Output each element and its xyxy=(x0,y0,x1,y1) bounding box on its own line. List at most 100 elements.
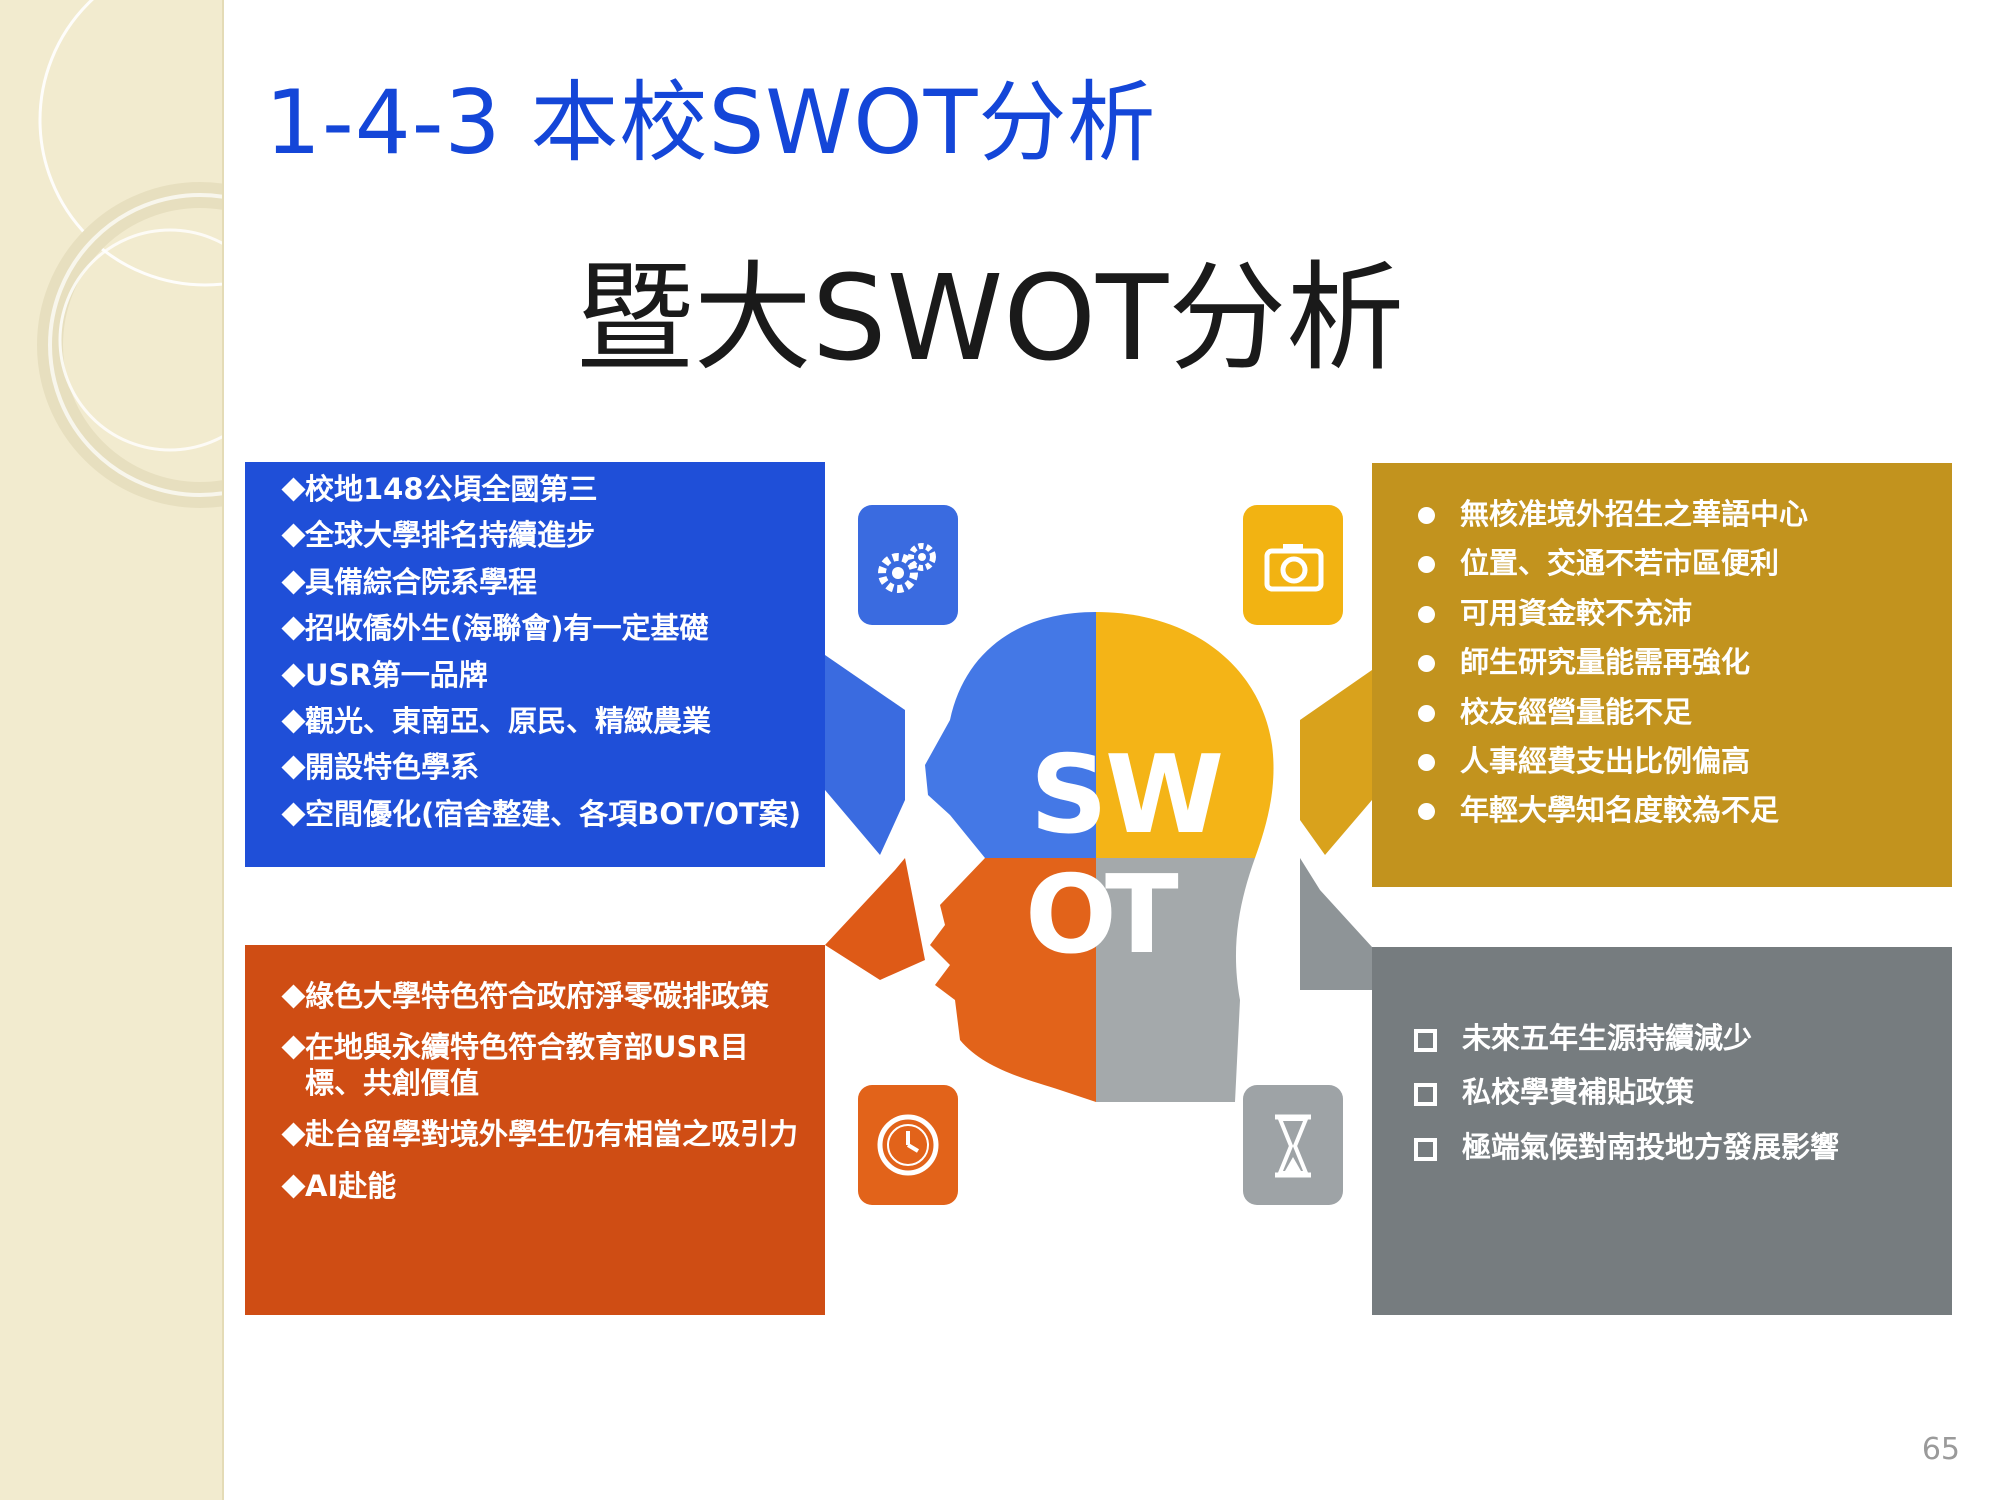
opportunity-text: 赴台留學對境外學生仍有相當之吸引力 xyxy=(305,1117,799,1152)
weakness-item: 無核准境外招生之華語中心 xyxy=(1372,497,1808,532)
swot-letter-s: S xyxy=(1030,733,1108,858)
weakness-text: 無核准境外招生之華語中心 xyxy=(1460,497,1809,531)
threat-item: 私校學費補貼政策 xyxy=(1372,1075,1839,1110)
dot-bullet-icon xyxy=(1418,704,1435,722)
threats-icon-tile xyxy=(1243,1085,1343,1205)
diamond-bullet-icon xyxy=(281,755,306,780)
head-threats-quadrant xyxy=(1096,858,1255,1102)
weakness-item: 人事經費支出比例偏高 xyxy=(1372,744,1808,779)
square-bullet-icon xyxy=(1414,1083,1437,1107)
weakness-item: 師生研究量能需再強化 xyxy=(1372,645,1808,680)
swot-letter-t: T xyxy=(1105,853,1179,978)
opportunity-item: 綠色大學特色符合政府淨零碳排政策 xyxy=(245,979,805,1014)
weakness-item: 可用資金較不充沛 xyxy=(1372,596,1808,631)
dot-bullet-icon xyxy=(1418,556,1435,574)
opportunities-box: 綠色大學特色符合政府淨零碳排政策 在地與永續特色符合教育部USR目標、共創價值 … xyxy=(245,945,825,1315)
connector-threats xyxy=(1300,858,1372,990)
diamond-bullet-icon xyxy=(281,662,306,688)
diamond-bullet-icon xyxy=(281,802,306,827)
weakness-text: 年輕大學知名度較為不足 xyxy=(1460,793,1780,828)
page-number: 65 xyxy=(1921,1432,1960,1467)
weakness-text: 校友經營量能不足 xyxy=(1460,694,1693,729)
square-bullet-icon xyxy=(1414,1137,1437,1161)
weakness-text: 人事經費支出比例偏高 xyxy=(1460,743,1751,778)
decorative-circles xyxy=(37,0,222,508)
head-weaknesses-quadrant xyxy=(1096,612,1274,858)
strengths-icon-tile xyxy=(858,505,958,625)
diamond-bullet-icon xyxy=(281,616,306,641)
diamond-bullet-icon xyxy=(281,1173,306,1199)
hourglass-icon xyxy=(1275,1114,1311,1178)
diamond-bullet-icon xyxy=(281,984,306,1009)
opportunities-list: 綠色大學特色符合政府淨零碳排政策 在地與永續特色符合教育部USR目標、共創價值 … xyxy=(245,979,805,1220)
strength-item: 招收僑外生(海聯會)有一定基礎 xyxy=(245,611,801,646)
strengths-list: 校地148公頃全國第三 全球大學排名持續進步 具備綜合院系學程 招收僑外生(海聯… xyxy=(245,472,801,843)
strength-text: 招收僑外生(海聯會)有一定基礎 xyxy=(305,611,709,646)
head-strengths-quadrant xyxy=(925,612,1096,858)
opportunity-item: 赴台留學對境外學生仍有相當之吸引力 xyxy=(245,1117,805,1152)
strength-item: 校地148公頃全國第三 xyxy=(245,472,801,507)
dot-bullet-icon xyxy=(1418,753,1435,771)
diamond-bullet-icon xyxy=(281,523,306,548)
dot-bullet-icon xyxy=(1418,655,1435,673)
decorative-side-band xyxy=(0,0,224,1500)
gears-icon xyxy=(878,543,936,593)
opportunity-item: 在地與永續特色符合教育部USR目標、共創價值 xyxy=(245,1030,805,1101)
strength-text: USR第一品牌 xyxy=(305,657,488,692)
threat-text: 私校學費補貼政策 xyxy=(1462,1075,1695,1110)
head-opportunities-quadrant xyxy=(930,858,1096,1102)
dot-bullet-icon xyxy=(1418,803,1435,821)
strength-text: 空間優化(宿舍整建、各項BOT/OT案) xyxy=(305,796,802,831)
opportunity-item: AI赴能 xyxy=(245,1169,805,1204)
diamond-bullet-icon xyxy=(281,570,306,595)
weakness-item: 校友經營量能不足 xyxy=(1372,695,1808,730)
dot-bullet-icon xyxy=(1418,605,1435,623)
strength-text: 具備綜合院系學程 xyxy=(305,564,538,599)
threat-text: 未來五年生源持續減少 xyxy=(1462,1021,1753,1055)
weakness-item: 年輕大學知名度較為不足 xyxy=(1372,793,1808,828)
threats-box: 未來五年生源持續減少 私校學費補貼政策 極端氣候對南投地方發展影響 xyxy=(1372,947,1952,1315)
weakness-text: 可用資金較不充沛 xyxy=(1460,595,1693,630)
connector-strengths xyxy=(825,655,905,855)
threats-list: 未來五年生源持續減少 私校學費補貼政策 極端氣候對南投地方發展影響 xyxy=(1372,1021,1839,1184)
slide-title: 1-4-3 本校SWOT分析 xyxy=(265,71,1157,174)
diamond-bullet-icon xyxy=(281,709,306,734)
weaknesses-icon-tile xyxy=(1243,505,1343,625)
strength-text: 全球大學排名持續進步 xyxy=(305,518,596,553)
strength-item: 開設特色學系 xyxy=(245,750,801,785)
camera-icon xyxy=(1264,544,1324,592)
weakness-text: 位置、交通不若市區便利 xyxy=(1460,546,1780,581)
diamond-bullet-icon xyxy=(281,1035,306,1060)
weaknesses-list: 無核准境外招生之華語中心 位置、交通不若市區便利 可用資金較不充沛 師生研究量能… xyxy=(1372,497,1808,843)
strength-text: 開設特色學系 xyxy=(305,750,480,785)
weakness-text: 師生研究量能需再強化 xyxy=(1460,645,1751,680)
opportunity-text: 在地與永續特色符合教育部USR目標、共創價值 xyxy=(305,1030,749,1100)
strength-item: 空間優化(宿舍整建、各項BOT/OT案) xyxy=(245,797,801,832)
weaknesses-box: 無核准境外招生之華語中心 位置、交通不若市區便利 可用資金較不充沛 師生研究量能… xyxy=(1372,463,1952,887)
strength-item: 具備綜合院系學程 xyxy=(245,565,801,600)
strength-text: 校地148公頃全國第三 xyxy=(305,472,598,506)
connector-weaknesses xyxy=(1300,670,1372,855)
strengths-box: 校地148公頃全國第三 全球大學排名持續進步 具備綜合院系學程 招收僑外生(海聯… xyxy=(245,462,825,867)
strength-item: USR第一品牌 xyxy=(245,658,801,693)
opportunity-text: AI赴能 xyxy=(305,1168,397,1203)
strength-item: 全球大學排名持續進步 xyxy=(245,518,801,553)
strength-item: 觀光、東南亞、原民、精緻農業 xyxy=(245,704,801,739)
connector-opportunities xyxy=(825,858,925,980)
threat-item: 極端氣候對南投地方發展影響 xyxy=(1372,1130,1839,1165)
threat-text: 極端氣候對南投地方發展影響 xyxy=(1462,1129,1840,1164)
swot-letter-o: O xyxy=(1025,853,1117,978)
diamond-bullet-icon xyxy=(281,1122,306,1147)
clock-icon xyxy=(877,1114,939,1176)
diamond-bullet-icon xyxy=(281,477,306,502)
opportunity-text: 綠色大學特色符合政府淨零碳排政策 xyxy=(305,979,770,1013)
diagram-title-text: 暨大SWOT分析 xyxy=(575,249,1405,387)
weakness-item: 位置、交通不若市區便利 xyxy=(1372,546,1808,581)
opportunities-icon-tile xyxy=(858,1085,958,1205)
swot-letter-w: W xyxy=(1105,733,1225,858)
square-bullet-icon xyxy=(1414,1029,1437,1052)
threat-item: 未來五年生源持續減少 xyxy=(1372,1021,1839,1056)
dot-bullet-icon xyxy=(1418,507,1435,524)
diagram-title: 暨大SWOT分析 xyxy=(0,222,2000,393)
